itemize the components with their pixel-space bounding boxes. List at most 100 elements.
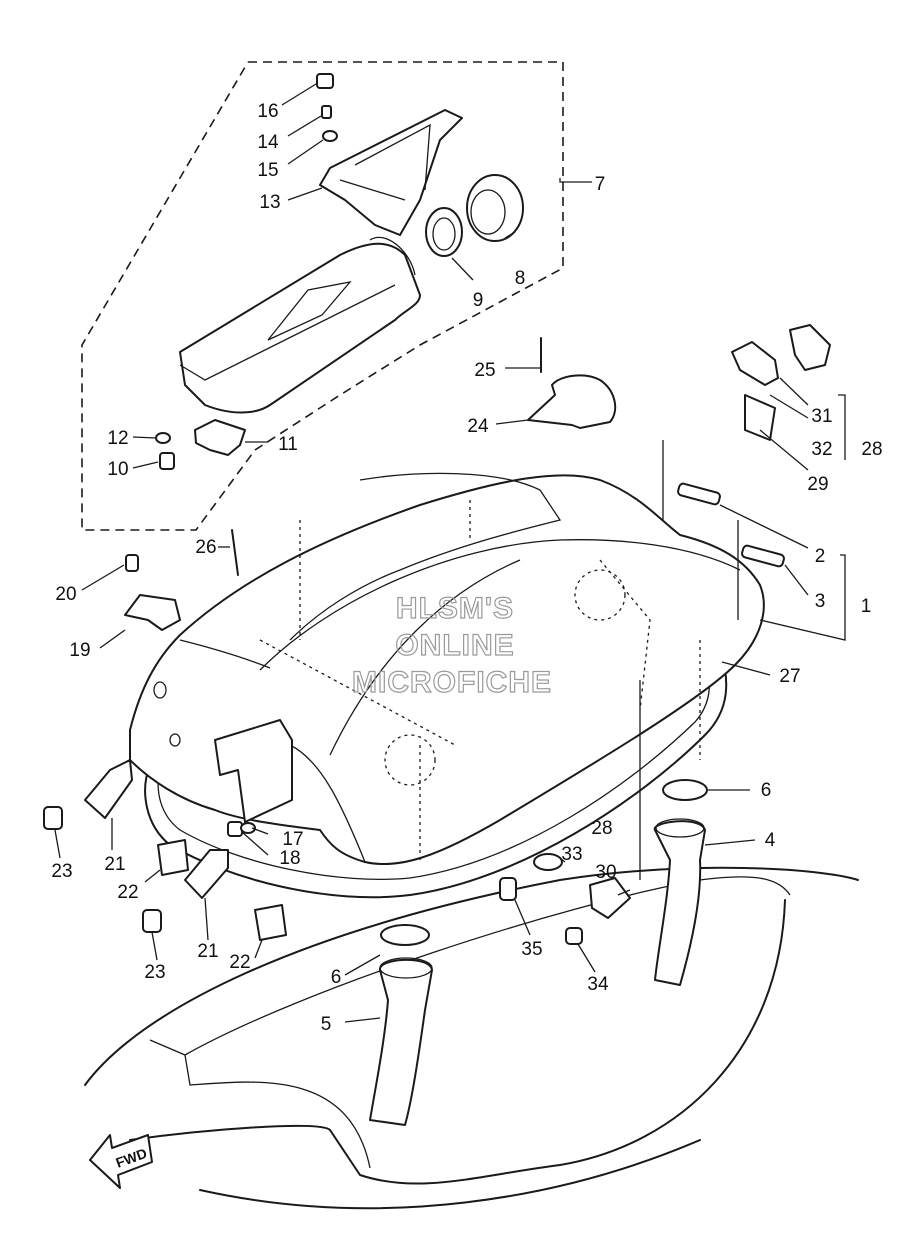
hull-outline (84, 866, 859, 1210)
watermark-line3: MICROFICHE (352, 666, 552, 699)
callout-13: 13 (259, 192, 280, 213)
callout-8: 8 (515, 268, 526, 289)
callout-28-top: 28 (861, 439, 882, 460)
callout-21-upper: 21 (104, 854, 125, 875)
callout-26: 26 (195, 537, 216, 558)
callout-4: 4 (765, 830, 776, 851)
bracket-19 (124, 594, 181, 631)
hose-4-mouth (655, 818, 705, 838)
callout-30: 30 (595, 862, 616, 883)
bolt-35 (499, 877, 517, 901)
hinge-21-upper (84, 759, 133, 819)
air-box-cover-vent (267, 281, 352, 341)
bracket-1 (759, 554, 846, 641)
seal-8 (466, 174, 524, 242)
washer-18 (240, 822, 256, 834)
callout-23-upper: 23 (51, 861, 72, 882)
clamp-6-upper (662, 779, 708, 801)
clamp-6-lower (380, 924, 430, 946)
watermark-line2: ONLINE (395, 629, 514, 662)
bracket-32 (789, 324, 831, 371)
watermark-line1: HLSM'S (396, 592, 514, 625)
callout-17: 17 (282, 829, 303, 850)
bracket-24 (527, 374, 617, 429)
assembly-7-boundary (81, 61, 564, 531)
hull-inner (149, 876, 791, 1169)
bolt-23-lower (142, 909, 162, 933)
callout-16: 16 (257, 101, 278, 122)
bracket-13-frame (339, 123, 431, 201)
hose-5 (369, 958, 433, 1126)
callout-1: 1 (861, 596, 872, 617)
callout-14: 14 (257, 132, 279, 153)
callout-22-upper: 22 (117, 882, 138, 903)
callout-12: 12 (107, 428, 128, 449)
plate-22-lower (254, 904, 287, 941)
callout-23-lower: 23 (144, 962, 165, 983)
hatch-hole-left2 (169, 733, 181, 747)
leader-lines (54, 83, 809, 1023)
callout-29: 29 (807, 474, 828, 495)
nut-34 (565, 927, 583, 945)
seal-9 (425, 207, 463, 257)
callout-33: 33 (561, 844, 582, 865)
plate-29 (744, 394, 776, 441)
callout-28-lower: 28 (591, 818, 612, 839)
callout-6-lower: 6 (331, 967, 342, 988)
bolt-11 (159, 452, 175, 470)
callout-10: 10 (107, 459, 128, 480)
callout-35: 35 (521, 939, 542, 960)
hose-5-mouth (379, 957, 433, 979)
callout-24: 24 (467, 416, 489, 437)
bracket-28-brace (838, 394, 846, 460)
washer-33 (533, 853, 563, 871)
hatch-seat-recess (289, 472, 562, 641)
callout-20: 20 (55, 584, 76, 605)
hatch-port-center (384, 734, 436, 786)
callout-18: 18 (279, 848, 300, 869)
callout-21-lower: 21 (197, 941, 218, 962)
gasket-27-inner (157, 659, 710, 881)
rod-26 (231, 529, 239, 576)
hose-4 (653, 820, 706, 986)
callout-7: 7 (595, 174, 606, 195)
gasket-27 (144, 649, 728, 899)
callout-3: 3 (815, 591, 826, 612)
callout-11: 11 (278, 434, 298, 455)
plate-30 (589, 877, 631, 919)
callout-15: 15 (257, 160, 278, 181)
screw-20 (125, 554, 139, 572)
fwd-arrow: FWD (89, 1134, 153, 1189)
callout-19: 19 (69, 640, 90, 661)
washer-12 (155, 432, 171, 444)
cap-16 (316, 73, 334, 89)
hatch-port-right (574, 569, 626, 621)
air-box-cover-edge (179, 236, 416, 381)
callout-6-upper: 6 (761, 780, 772, 801)
plate-22-upper (157, 839, 189, 876)
callout-32: 32 (811, 439, 832, 460)
bracket-10 (194, 419, 246, 456)
bolt-23-upper (43, 806, 63, 830)
callout-9: 9 (473, 290, 484, 311)
cushion-31 (731, 341, 779, 386)
cover-3 (741, 544, 785, 568)
hidden-lines (259, 500, 701, 860)
callout-31: 31 (811, 406, 832, 427)
washer-15 (322, 130, 338, 142)
callout-5: 5 (321, 1014, 332, 1035)
nut-17 (227, 821, 243, 837)
hatch-deck-ridge (179, 539, 741, 863)
cover-2 (677, 482, 721, 506)
bracket-7 (559, 178, 592, 183)
hatch-hole-left (153, 681, 167, 699)
air-box-cover (179, 242, 421, 414)
hinge-21-lower (184, 849, 229, 899)
watermark: HLSM'S ONLINE MICROFICHE (351, 591, 552, 699)
bracket-13 (319, 109, 463, 236)
callout-34: 34 (587, 974, 609, 995)
callout-22-lower: 22 (229, 952, 250, 973)
callout-27: 27 (779, 666, 800, 687)
screw-14 (321, 105, 332, 119)
